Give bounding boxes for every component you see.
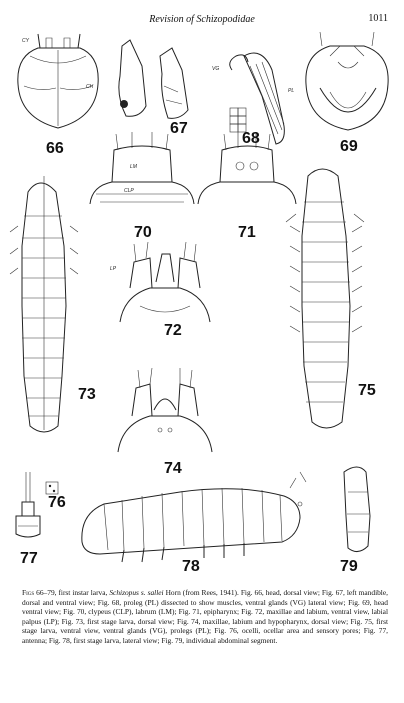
fig-76-drawing: [45, 481, 59, 495]
fig-70-label-lm: LM: [130, 164, 138, 170]
fig-79-number: 79: [340, 558, 358, 575]
fig-79-drawing: [343, 466, 371, 552]
fig-73-number: 73: [78, 386, 96, 403]
fig-77-drawing: [15, 472, 41, 538]
fig-68-label-vg: VG: [212, 66, 219, 72]
fig-66-label-cy: CY: [22, 38, 30, 44]
fig-72-number: 72: [164, 322, 182, 339]
fig-66-drawing: CY CH: [17, 33, 99, 129]
figure-plate: CY CH VG PL: [0, 26, 404, 581]
plate-drawings: CY CH VG PL: [9, 31, 389, 563]
fig-66-label-ch: CH: [86, 84, 94, 90]
fig-68-number: 68: [242, 130, 260, 147]
fig-70-label-clp: CLP: [124, 188, 134, 194]
page-number: 1011: [368, 13, 388, 24]
fig-67-drawing: [118, 39, 189, 119]
fig-73-drawing: [9, 176, 79, 433]
fig-77-number: 77: [20, 550, 38, 567]
fig-78-drawing: [81, 471, 307, 563]
figure-caption: Figs 66–79, first instar larva, Schizopu…: [22, 588, 388, 646]
caption-body: Horn (from Rees, 1941). Fig. 66, head, d…: [22, 588, 388, 645]
fig-78-number: 78: [182, 558, 200, 575]
fig-74-drawing: [117, 367, 213, 453]
caption-prefix: Figs: [22, 588, 35, 597]
fig-69-number: 69: [340, 138, 358, 155]
fig-69-drawing: [305, 31, 389, 131]
fig-75-drawing: [285, 168, 365, 429]
fig-74-number: 74: [164, 460, 182, 477]
fig-68-label-pl: PL: [288, 88, 294, 94]
fig-70-number: 70: [134, 224, 152, 241]
fig-72-drawing: LP: [110, 241, 211, 323]
fig-75-number: 75: [358, 382, 376, 399]
fig-71-drawing: [197, 132, 297, 205]
fig-67-number: 67: [170, 120, 188, 137]
fig-72-label-lp: LP: [110, 266, 117, 272]
fig-66-number: 66: [46, 140, 64, 157]
caption-intro: 66–79, first instar larva,: [36, 588, 110, 597]
fig-68-drawing: VG PL: [212, 52, 294, 145]
fig-71-number: 71: [238, 224, 256, 241]
fig-76-number: 76: [48, 494, 66, 511]
running-head: Revision of Schizopodidae: [149, 14, 255, 25]
caption-species: Schizopus s. sallei: [109, 588, 164, 597]
fig-70-drawing: LM CLP: [89, 132, 195, 205]
